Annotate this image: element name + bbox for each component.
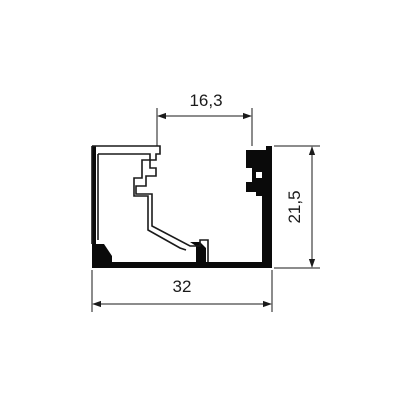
dimension-top: 16,3 bbox=[156, 91, 253, 146]
aluminium-profile bbox=[92, 146, 272, 268]
diffuser-left-wall bbox=[91, 146, 99, 244]
dimension-bottom: 32 bbox=[91, 270, 273, 312]
diffuser-insert bbox=[91, 145, 209, 262]
dimension-label-overall-width: 32 bbox=[173, 277, 192, 296]
diffuser-outline bbox=[92, 145, 209, 262]
dimension-label-top-opening: 16,3 bbox=[189, 91, 222, 110]
diffuser-inner-outline bbox=[98, 153, 187, 251]
profile-body bbox=[92, 146, 272, 268]
profile-left-bead bbox=[94, 244, 112, 262]
dimension-right: 21,5 bbox=[274, 145, 320, 269]
profile-right-clip bbox=[246, 150, 270, 192]
dimension-label-overall-height: 21,5 bbox=[285, 190, 304, 223]
